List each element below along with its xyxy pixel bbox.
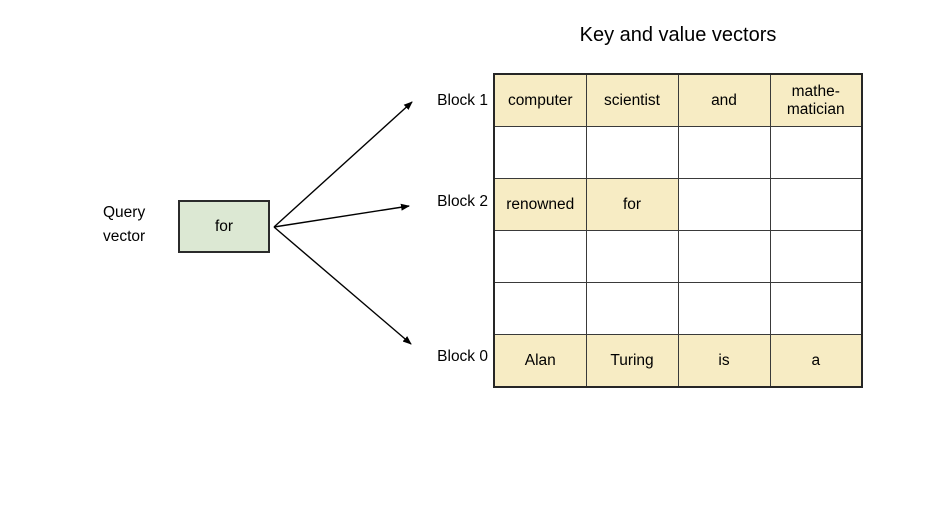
arrow-to-block-1 (273, 101, 413, 228)
table-cell (677, 282, 771, 335)
block-1-label: Block 1 (437, 92, 488, 109)
query-vector-box: for (178, 200, 270, 253)
block-2-label: Block 2 (437, 193, 488, 210)
table-cell: renowned (493, 178, 587, 231)
table-row-empty (493, 282, 863, 335)
diagram-title: Key and value vectors (579, 24, 777, 46)
table-cell (585, 282, 679, 335)
table-cell: for (585, 178, 679, 231)
arrow-to-block-2 (273, 203, 410, 228)
table-cell (769, 126, 863, 179)
table-cell: Alan (493, 334, 587, 388)
table-cell: is (677, 334, 771, 388)
table-row-block-1: computer scientist and mathe- matician (493, 73, 863, 127)
table-cell (769, 282, 863, 335)
table-cell: computer (493, 73, 587, 127)
table-cell (585, 230, 679, 283)
table-row-empty (493, 230, 863, 283)
table-cell (585, 126, 679, 179)
table-cell (493, 126, 587, 179)
table-cell: and (677, 73, 771, 127)
table-cell (493, 282, 587, 335)
table-cell (769, 178, 863, 231)
table-cell: Turing (585, 334, 679, 388)
table-cell (493, 230, 587, 283)
block-0-label: Block 0 (437, 348, 488, 365)
table-cell (677, 230, 771, 283)
query-token: for (214, 217, 234, 235)
table-cell (677, 178, 771, 231)
kv-table: computer scientist and mathe- matician r… (493, 73, 863, 388)
table-row-empty (493, 126, 863, 179)
table-cell: mathe- matician (769, 73, 863, 127)
table-cell: scientist (585, 73, 679, 127)
table-row-block-2: renowned for (493, 178, 863, 231)
table-row-block-0: Alan Turing is a (493, 334, 863, 388)
table-cell: a (769, 334, 863, 388)
table-cell (677, 126, 771, 179)
query-vector-label: Query vector (103, 204, 146, 245)
table-cell (769, 230, 863, 283)
arrow-to-block-0 (273, 226, 412, 345)
